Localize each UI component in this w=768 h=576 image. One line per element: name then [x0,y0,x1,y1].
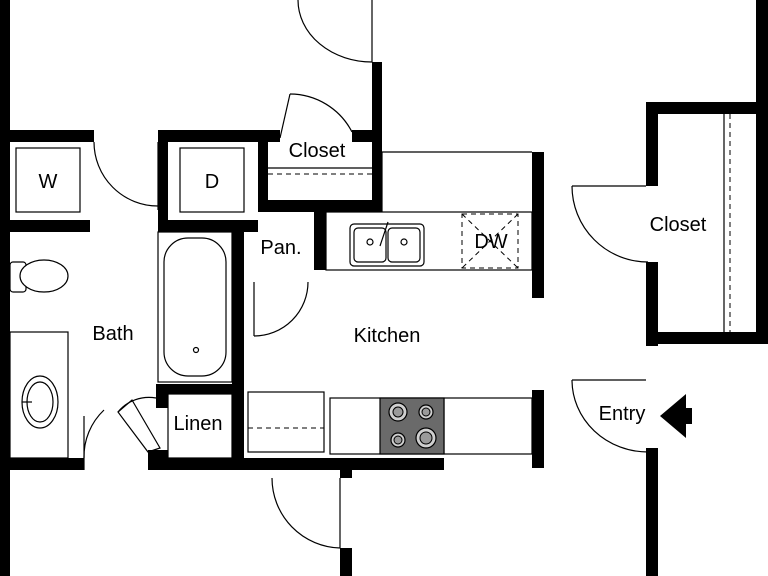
label-closet-top: Closet [289,140,346,162]
wall-kitchen-lower-stub [532,390,544,468]
door-closet-top-leaf [279,93,291,139]
refrigerator [247,391,325,453]
wall-right-closet-bottom [646,332,768,344]
washer [15,147,81,213]
wall-right-closet-top [646,102,768,114]
wall-linen-top [156,384,244,394]
wall-dryer-left [158,130,168,230]
stove-burner-3-inner [393,435,403,445]
wall-closet-top-top [258,130,280,142]
wall-left-outer-bottom [0,470,10,576]
wall-left-outer-mid [0,130,10,470]
door-linen-leaf [117,399,161,453]
wall-right-outer [756,0,768,344]
wall-kitchen-upper-stub [532,152,544,298]
stove-burner-2-inner [421,407,431,417]
door-right-closet-swing [571,185,649,263]
door-bottom-swing [271,477,341,549]
wall-bottom-interior [148,458,444,470]
label-entry: Entry [599,403,646,425]
stove-burner-4-inner [419,431,433,445]
wall-entry-lower [646,448,658,576]
stove [379,397,445,455]
door-pantry-swing [253,281,309,337]
wall-left-outer-top [0,0,10,130]
wall-bottom-stub [340,458,352,478]
fixtures [9,114,731,459]
arrow-left-icon [660,394,692,438]
wall-laundry-bottom-right [158,220,258,232]
doors [83,0,649,549]
bathtub-drain [192,346,200,354]
toilet-bowl [19,259,69,293]
labels: W D Closet Pan. DW Closet Bath Kitchen L… [39,140,707,435]
stove-burner-1-inner [392,406,404,418]
wall-closet-top-left [258,130,268,212]
label-kitchen: Kitchen [354,325,421,347]
wall-linen-left [156,394,168,408]
wall-closet-top-right [372,62,382,212]
door-linen-swing [117,396,157,413]
wall-bath-kitchen [232,232,244,464]
door-laundry-swing [93,141,159,207]
label-bath: Bath [92,323,133,345]
kitchen-sink-left-drain [366,238,374,246]
wall-laundry-bottom-left [0,220,90,232]
door-top-swing [297,0,373,63]
door-bath-swing [83,409,105,459]
dishwasher-diag-b [461,213,519,269]
label-dryer: D [205,171,219,193]
label-pantry: Pan. [260,237,301,259]
door-closet-top-swing [289,93,353,133]
kitchen-sink-right-drain [400,238,408,246]
kitchen-faucet [379,221,389,247]
wall-closet-top-bottom [258,200,382,212]
wall-pantry-right [314,210,326,270]
wall-bath-bottom-left [0,458,84,470]
bathtub-basin [163,237,227,377]
label-linen: Linen [174,413,223,435]
dryer [179,147,245,213]
wall-right-closet-left-top [646,102,658,186]
wall-laundry-top-right [158,130,280,142]
door-entry-swing [571,379,649,453]
label-dishwasher: DW [474,231,507,253]
wall-bottom-stub-lower [340,548,352,576]
linen-closet [167,393,233,459]
label-washer: W [39,171,58,193]
dishwasher [461,213,519,269]
wall-right-closet-left-bottom [646,262,658,346]
wall-laundry-top-left [0,130,94,142]
label-closet-right: Closet [650,214,707,236]
